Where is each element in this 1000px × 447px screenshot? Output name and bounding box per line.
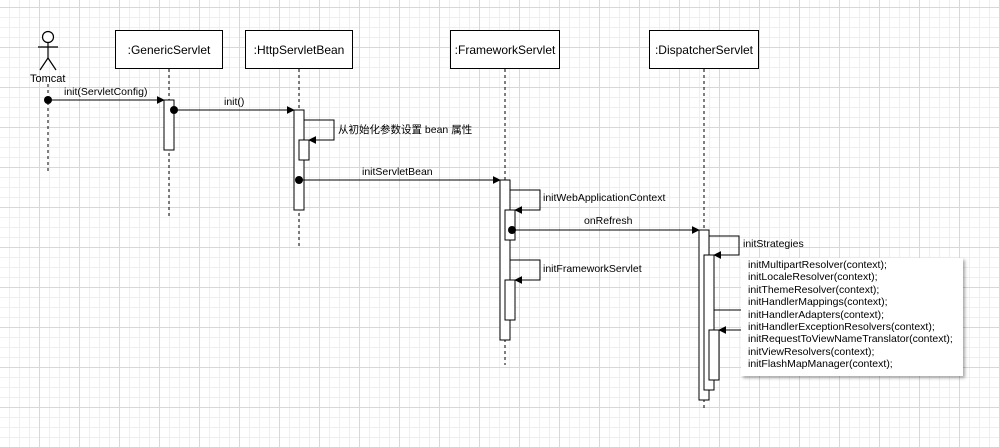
message-arrow-init-web-app-context[interactable] [510, 189, 541, 214]
participant-framework-servlet[interactable]: :FrameworkServlet [450, 30, 560, 69]
actor-tomcat-figure[interactable] [38, 30, 58, 71]
message-label-init-strategies: initStrategies [743, 238, 804, 250]
message-start-dot-init [170, 106, 178, 114]
activation-dispatcher-servlet-nested-2[interactable] [708, 329, 720, 381]
message-arrow-init-framework-servlet[interactable] [510, 259, 541, 284]
note-line: initRequestToViewNameTranslator(context)… [748, 333, 953, 346]
activation-framework-servlet-nested-1[interactable] [504, 209, 516, 241]
strategies-note: initMultipartResolver(context); initLoca… [741, 258, 963, 376]
message-label-init-framework-servlet: initFrameworkServlet [543, 263, 642, 275]
note-line: initLocaleResolver(context); [748, 271, 878, 284]
note-line: initHandlerMappings(context); [748, 296, 888, 309]
message-label-init-config: init(ServletConfig) [64, 86, 148, 98]
activation-http-servlet-bean-nested[interactable] [298, 139, 310, 161]
note-line: initFlashMapManager(context); [748, 358, 893, 371]
message-start-dot-on-refresh [508, 226, 516, 234]
message-label-on-refresh: onRefresh [584, 215, 633, 227]
message-arrow-set-bean-props[interactable] [304, 119, 335, 144]
message-label-init: init() [224, 96, 245, 108]
message-start-dot-init-config [44, 96, 52, 104]
participant-http-servlet-bean[interactable]: :HttpServletBean [245, 30, 353, 69]
message-label-set-bean-props: 从初始化参数设置 bean 属性 [338, 124, 473, 136]
activation-framework-servlet-nested-2[interactable] [504, 279, 516, 321]
note-line: initHandlerExceptionResolvers(context); [748, 321, 935, 334]
activation-dispatcher-servlet-nested-1[interactable] [703, 254, 715, 391]
message-start-dot-init-servlet-bean [295, 176, 303, 184]
activation-generic-servlet[interactable] [163, 99, 175, 151]
actor-tomcat-label: Tomcat [30, 73, 66, 85]
message-arrow-strategy-calls[interactable] [714, 309, 745, 334]
message-label-init-web-app-context: initWebApplicationContext [543, 192, 666, 204]
note-line: initViewResolvers(context); [748, 345, 875, 358]
participant-dispatcher-servlet[interactable]: :DispatcherServlet [649, 30, 759, 69]
note-line: initThemeResolver(context); [748, 283, 880, 296]
participant-generic-servlet[interactable]: :GenericServlet [115, 30, 223, 69]
message-arrow-init-strategies[interactable] [709, 235, 740, 259]
note-line: initMultipartResolver(context); [748, 259, 887, 271]
note-line: initHandlerAdapters(context); [748, 308, 884, 321]
message-label-init-servlet-bean: initServletBean [362, 166, 433, 178]
